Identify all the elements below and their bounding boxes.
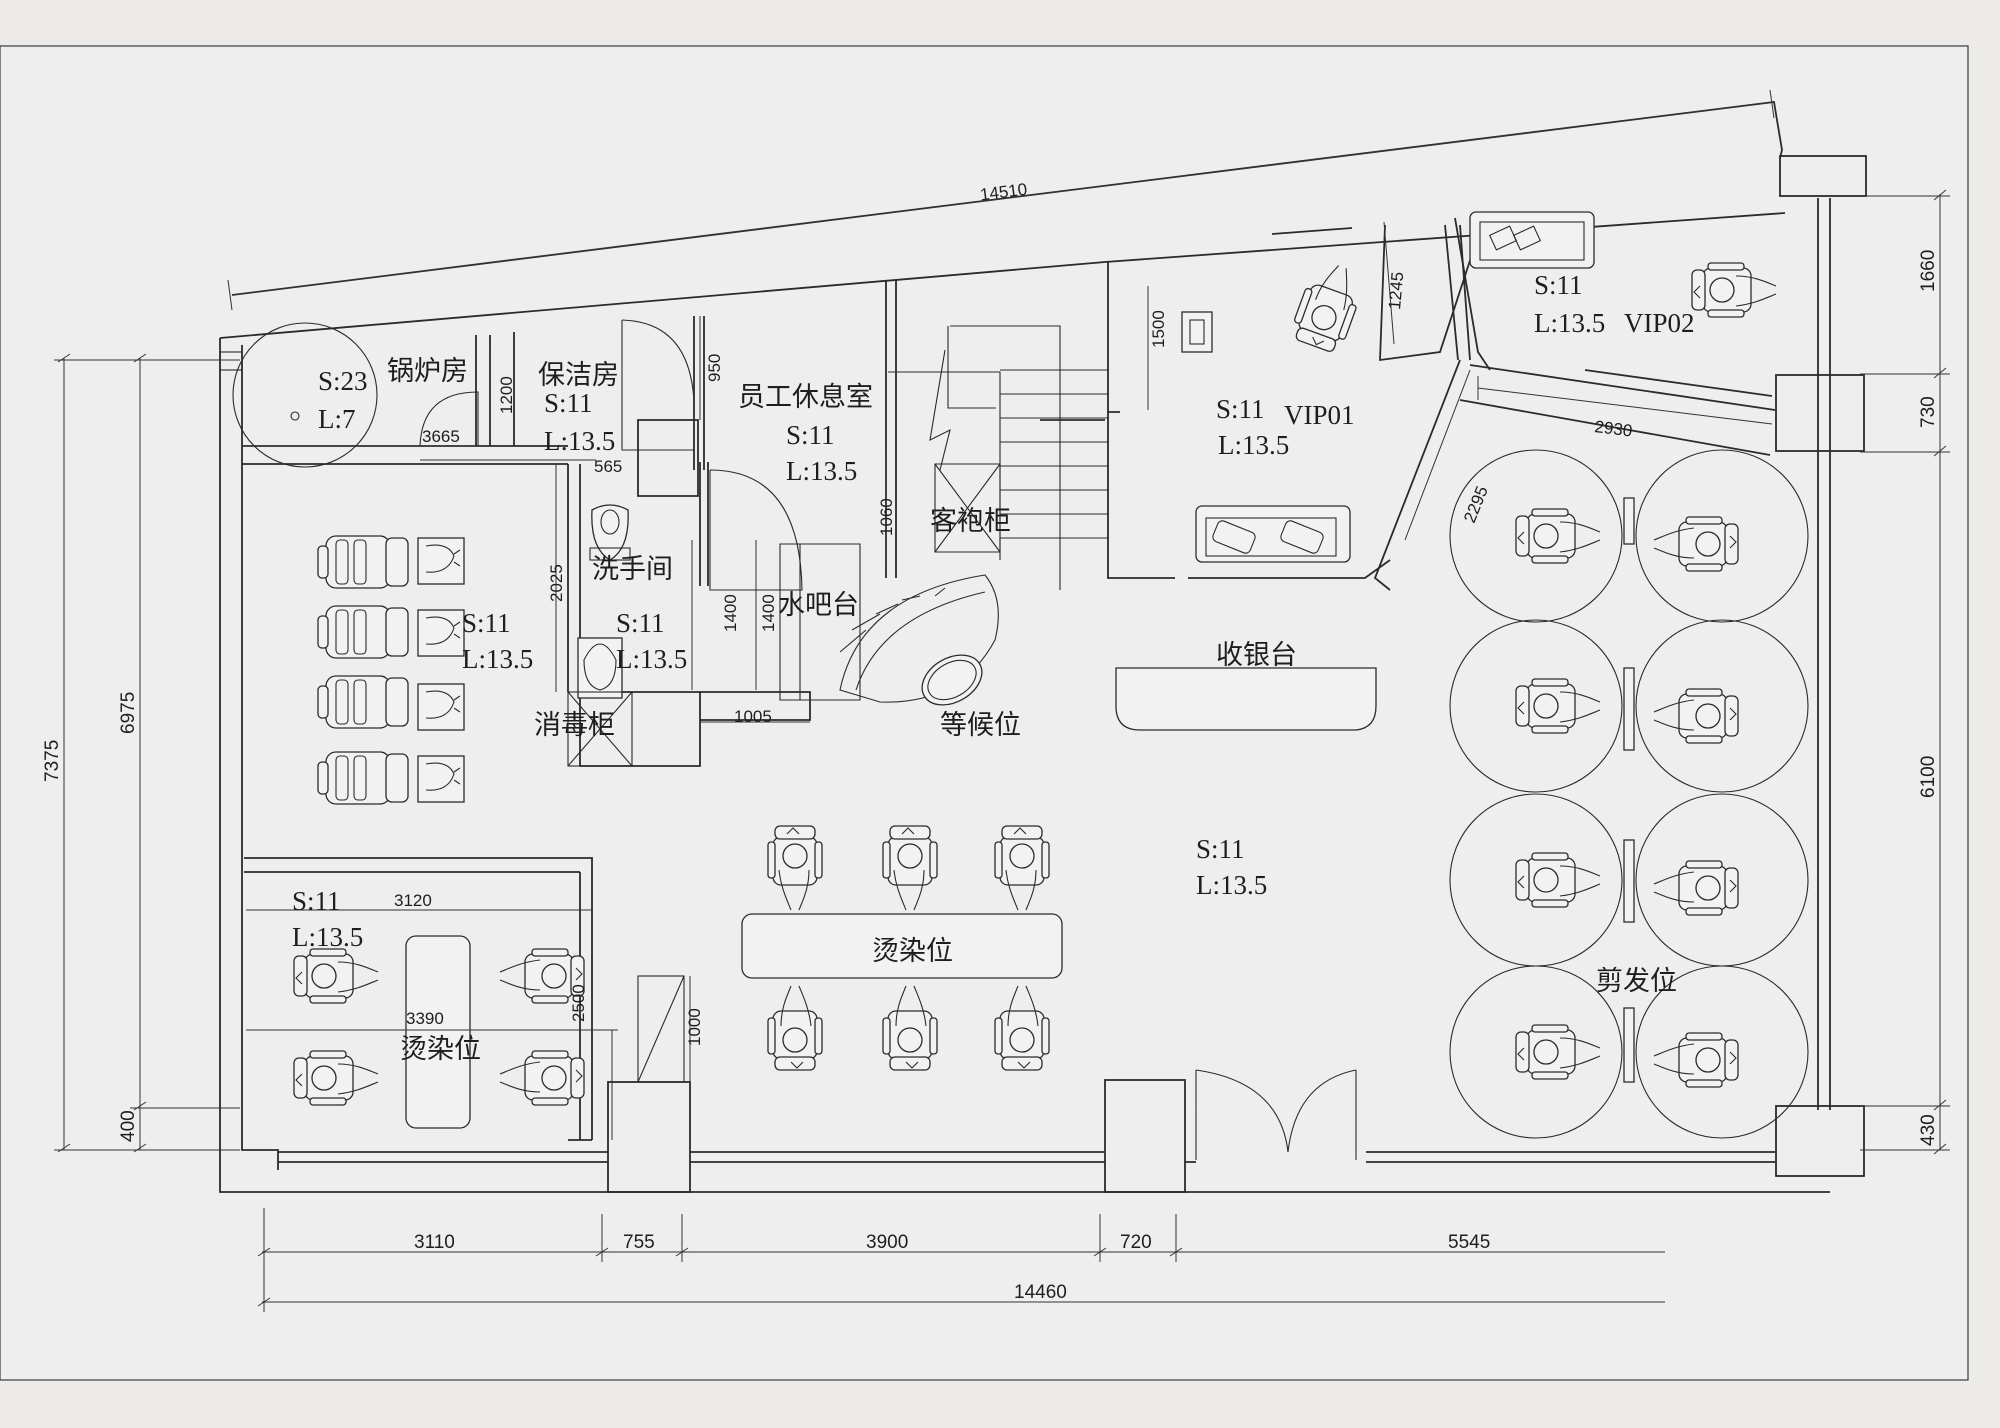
disinfect-cabinet-name: 消毒柜	[534, 710, 615, 740]
dim-left-7375: 7375	[42, 740, 63, 782]
dim-right-430: 430	[1918, 1114, 1939, 1146]
wash-room-l: L:13.5	[616, 644, 687, 674]
waiting-area-name: 等候位	[940, 710, 1021, 740]
wash-area-l: L:13.5	[462, 644, 533, 674]
staircase	[779, 325, 1108, 706]
boiler-room-l: L:7	[318, 404, 356, 434]
vip02-furniture	[1469, 211, 1776, 317]
dim-right-730: 730	[1918, 396, 1939, 428]
dim-bottom-3110: 3110	[414, 1232, 455, 1253]
haircut-area-name: 剪发位	[1596, 966, 1677, 996]
main-hall-l: L:13.5	[1196, 870, 1267, 900]
dim-bottom-720: 720	[1120, 1232, 1152, 1253]
room-labels: 锅炉房 S:23 L:7 保洁房 S:11 L:13.5 员工休息室 S:11 …	[292, 270, 1695, 1064]
staff-lounge-l: L:13.5	[786, 456, 857, 486]
dim-950: 950	[705, 354, 724, 382]
vip01-s: S:11	[1216, 394, 1265, 424]
dim-1005: 1005	[734, 707, 772, 726]
robe-cabinet-name: 客袍柜	[930, 506, 1011, 536]
perm-left-s: S:11	[292, 886, 341, 916]
perm-left-l: L:13.5	[292, 922, 363, 952]
dim-left-400: 400	[118, 1110, 139, 1142]
wash-basin	[577, 637, 623, 699]
dim-2930: 2930	[1594, 417, 1634, 440]
disinfect-cabinet-box	[567, 691, 633, 767]
vip01-furniture	[1181, 257, 1369, 563]
water-bar-name: 水吧台	[778, 590, 859, 620]
main-hall-s: S:11	[1196, 834, 1245, 864]
dim-bottom-5545: 5545	[1448, 1232, 1490, 1253]
dim-bottom-total: 14460	[1014, 1282, 1067, 1303]
cleaning-room-l: L:13.5	[544, 426, 615, 456]
perm-station-center	[741, 825, 1063, 1070]
dim-2500: 2500	[569, 984, 588, 1022]
wash-room-s: S:11	[616, 608, 665, 638]
boiler-room-name: 锅炉房	[387, 356, 468, 386]
dim-3390: 3390	[406, 1009, 444, 1028]
staff-lounge-s: S:11	[786, 420, 835, 450]
doors	[419, 319, 1357, 1160]
dim-right-1660: 1660	[1918, 250, 1939, 292]
wash-room-name: 洗手间	[592, 554, 673, 584]
cleaning-room-name: 保洁房	[538, 360, 619, 390]
vip02-name: VIP02	[1624, 308, 1695, 338]
dim-1400a: 1400	[721, 594, 740, 632]
perm-center-name: 烫染位	[872, 936, 953, 966]
dim-bottom-3900: 3900	[866, 1232, 908, 1253]
cashier-name: 收银台	[1216, 640, 1297, 670]
perm-left-name: 烫染位	[400, 1034, 481, 1064]
dim-1200: 1200	[497, 376, 516, 414]
dim-3120: 3120	[394, 891, 432, 910]
boiler-room-s: S:23	[318, 366, 368, 396]
perm-station-left	[294, 935, 584, 1129]
dim-left-6975: 6975	[118, 692, 139, 734]
dim-1500: 1500	[1149, 310, 1168, 348]
side-cabinet	[637, 975, 685, 1083]
vip02-l: L:13.5	[1534, 308, 1605, 338]
dim-2025: 2025	[547, 564, 566, 602]
boiler-tank	[232, 322, 378, 468]
cashier-desk	[1115, 667, 1377, 731]
vip01-name: VIP01	[1284, 400, 1355, 430]
dim-565: 565	[594, 457, 622, 476]
dim-bottom-755: 755	[623, 1232, 655, 1253]
dimension-labels: 14510 3665 565 1200 950 2025 1400 1400 1…	[42, 180, 1939, 1303]
haircut-stations	[1449, 449, 1809, 1139]
dim-1060: 1060	[877, 498, 896, 536]
dim-1000: 1000	[685, 1008, 704, 1046]
dim-right-6100: 6100	[1918, 756, 1939, 798]
wash-area-s: S:11	[462, 608, 511, 638]
dim-1245: 1245	[1385, 271, 1407, 310]
dim-1400b: 1400	[759, 594, 778, 632]
vip02-s: S:11	[1534, 270, 1583, 300]
staff-lounge-name: 员工休息室	[738, 382, 873, 412]
outer-walls	[219, 100, 1867, 1193]
dimension-lines	[54, 89, 1950, 1312]
vip01-l: L:13.5	[1218, 430, 1289, 460]
cleaning-room-s: S:11	[544, 388, 593, 418]
dim-3665: 3665	[422, 427, 460, 446]
toilet	[589, 504, 631, 561]
